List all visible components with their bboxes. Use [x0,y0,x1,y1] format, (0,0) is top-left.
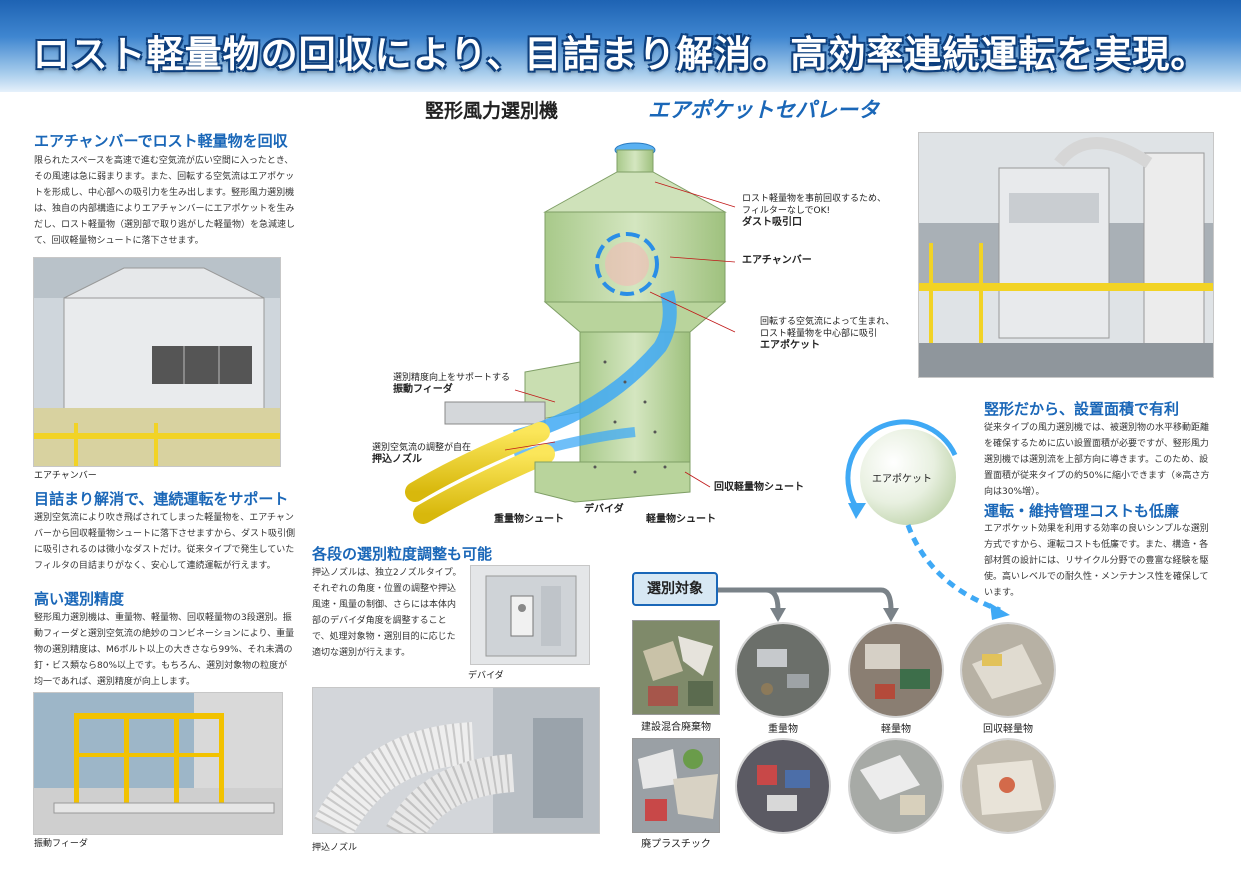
vibrating-feeder-caption: 振動フィーダ [34,839,88,849]
section-title-accuracy: 高い選別精度 [34,590,125,608]
label-divider-bold: デバイダ [584,504,624,515]
section-title-footprint: 竪形だから、設置面積で有利 [984,400,1180,418]
section-body-continuous: 選別空気流により吹き飛ばされてしまった軽量物を、エアチャンバーから回収軽量物シュ… [34,513,296,571]
sorting-target-label: 選別対象 [632,572,718,606]
heavy-output-caption: 重量物 [768,724,798,735]
label-dust-intake: ロスト軽量物を事前回収するため、 フィルターなしでOK! ダスト吸引口 [742,193,886,229]
header-banner [0,0,1241,92]
light-output-caption: 軽量物 [881,724,911,735]
air-chamber-photo-caption: エアチャンバー [34,471,97,481]
product-name: エアポケットセパレータ [648,98,879,122]
label-nozzle-line1: 選別空気流の調整が自在 [372,443,472,453]
recovered-output-photo-1 [960,622,1056,718]
sorting-arrows [716,580,1006,630]
air-pocket-loop [840,415,1040,630]
heavy-output-photo-1 [735,622,831,718]
section-body-cost: エアポケット効果を利用する効率の良いシンプルな選別方式ですから、運転コストも低廉… [984,524,1209,598]
section-title-air-chamber: エアチャンバーでロスト軽量物を回収 [34,132,288,150]
recovered-output-photo-2 [960,738,1056,834]
headline: ロスト軽量物の回収により、目詰まり解消。高効率連続運転を実現。 [32,33,1209,76]
label-feeder-bold: 振動フィーダ [393,384,453,395]
vibrating-feeder-photo [33,692,283,835]
waste-plastic-photo [632,738,720,833]
label-dust-bold: ダスト吸引口 [742,217,802,228]
machine-diagram [405,132,745,532]
push-nozzle-caption: 押込ノズル [312,843,358,853]
label-nozzle-bold: 押込ノズル [372,454,422,465]
label-pocket-line1: 回転する空気流によって生まれ、 [760,317,895,327]
section-body-footprint: 従来タイプの風力選別機では、被選別物の水平移動距離を確保するために広い設置面積が… [984,423,1210,497]
air-pocket-label: エアポケット [872,474,932,485]
recovered-output-caption: 回収軽量物 [983,724,1033,735]
plant-photo [918,132,1214,378]
light-output-photo-2 [848,738,944,834]
label-dust-line2: フィルターなしでOK! [742,206,831,216]
label-vibrating-feeder: 選別精度向上をサポートする 振動フィーダ [393,372,510,396]
section-title-adjustment: 各段の選別粒度調整も可能 [312,545,493,563]
push-nozzle-photo [312,687,600,834]
waste-plastic-caption: 廃プラスチック [641,839,711,850]
section-body-adjustment: 押込ノズルは、独立2ノズルタイプ。それぞれの角度・位置の調整や押込風速・風量の制… [312,568,462,658]
label-pocket-bold: エアポケット [760,340,820,351]
label-divider: デバイダ [584,504,624,516]
label-heavy-chute: 重量物シュート [494,514,564,526]
mixed-waste-caption: 建設混合廃棄物 [641,722,711,733]
air-chamber-photo [33,257,281,467]
heavy-output-photo-2 [735,738,831,834]
section-body-accuracy: 竪形風力選別機は、重量物、軽量物、回収軽量物の3段選別。振動フィーダと選別空気流… [34,613,295,687]
section-body-air-chamber: 限られたスペースを高速で進む空気流が広い空間に入ったとき、その風速は急に弱まりま… [34,156,296,246]
label-light-bold: 軽量物シュート [646,514,716,525]
divider-photo [470,565,590,665]
label-light-chute: 軽量物シュート [646,514,716,526]
section-title-cost: 運転・維持管理コストも低廉 [984,502,1180,520]
label-air-chamber: エアチャンバー [742,255,812,267]
divider-caption: デバイダ [468,671,504,681]
label-recovered-bold: 回収軽量物シュート [714,482,804,493]
label-air-pocket: 回転する空気流によって生まれ、 ロスト軽量物を中心部に吸引 エアポケット [760,316,894,352]
label-air-chamber-bold: エアチャンバー [742,255,812,266]
label-heavy-bold: 重量物シュート [494,514,564,525]
label-push-nozzle: 選別空気流の調整が自在 押込ノズル [372,442,471,466]
label-feeder-line1: 選別精度向上をサポートする [393,373,511,383]
label-dust-line1: ロスト軽量物を事前回収するため、 [742,194,887,204]
label-recovered-chute: 回収軽量物シュート [714,482,804,494]
mixed-waste-photo [632,620,720,715]
section-title-continuous: 目詰まり解消で、連続運転をサポート [34,490,289,508]
label-pocket-line2: ロスト軽量物を中心部に吸引 [760,329,878,339]
product-type: 竪形風力選別機 [425,100,559,122]
light-output-photo-1 [848,622,944,718]
